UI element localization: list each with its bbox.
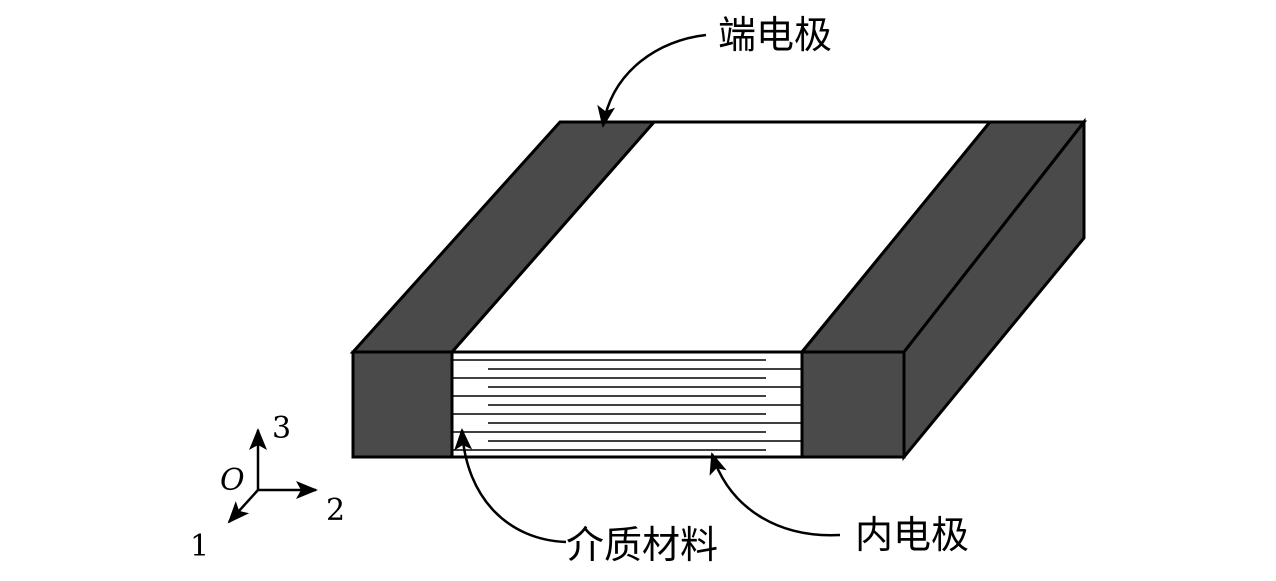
front-right-electrode: [800, 350, 906, 459]
end-electrode-arrow: [597, 33, 707, 128]
front-left-electrode: [351, 350, 454, 459]
inner-electrode-label: 内电极: [855, 513, 969, 557]
dielectric-label: 介质材料: [566, 523, 718, 567]
axis-origin-label: O: [220, 463, 245, 498]
end-electrode-label: 端电极: [718, 13, 832, 57]
axis-3-label: 3: [272, 411, 291, 446]
coordinate-axes: O 3 2 1: [190, 411, 345, 564]
axis-1-arrow: [227, 489, 259, 524]
axis-2-label: 2: [326, 493, 345, 528]
inner-electrode-layers: [452, 359, 802, 451]
axis-1-label: 1: [190, 529, 209, 564]
inner-electrode-arrow: [709, 452, 841, 537]
dielectric-arrow: [454, 428, 567, 544]
